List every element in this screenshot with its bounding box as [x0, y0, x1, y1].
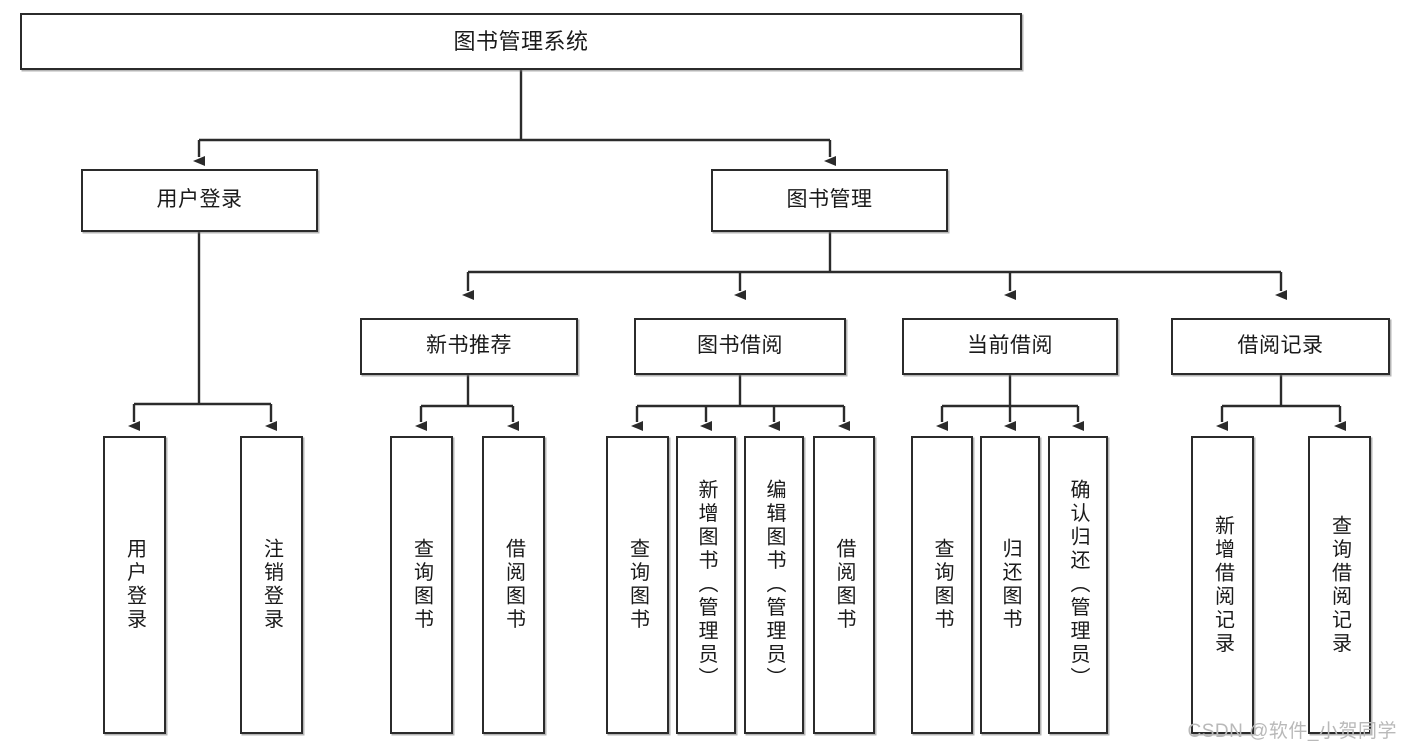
- node-label: 图书管理: [786, 188, 873, 212]
- node-label: 新增借阅记录: [1211, 514, 1234, 656]
- leaf-query-book-recommend[interactable]: 查询图书: [390, 436, 453, 734]
- leaf-borrow-book-recommend[interactable]: 借阅图书: [482, 436, 545, 734]
- node-label: 归还图书: [999, 538, 1021, 632]
- node-label: 查询图书: [931, 538, 953, 632]
- watermark: CSDN @软件_小贺同学: [1187, 721, 1397, 742]
- node-label: 借阅记录: [1237, 334, 1324, 358]
- leaf-return-book[interactable]: 归还图书: [980, 436, 1040, 734]
- node-label: 确认归还（管理员）: [1067, 479, 1089, 691]
- node-label: 查询图书: [410, 538, 433, 632]
- node-label: 编辑图书（管理员）: [763, 479, 785, 691]
- node-root[interactable]: 图书管理系统: [20, 13, 1022, 70]
- node-label: 图书借阅: [697, 334, 783, 358]
- leaf-borrow-book[interactable]: 借阅图书: [813, 436, 875, 734]
- node-label: 用户登录: [156, 188, 243, 212]
- node-label: 借阅图书: [502, 538, 525, 632]
- leaf-query-book-current[interactable]: 查询图书: [911, 436, 973, 734]
- node-label: 注销登录: [260, 538, 283, 632]
- node-label: 用户登录: [123, 538, 146, 632]
- node-label: 借阅图书: [833, 538, 855, 632]
- node-user-login[interactable]: 用户登录: [81, 169, 318, 232]
- leaf-add-borrow-record[interactable]: 新增借阅记录: [1191, 436, 1254, 734]
- node-book-management[interactable]: 图书管理: [711, 169, 948, 232]
- node-new-book-recommend[interactable]: 新书推荐: [360, 318, 578, 375]
- leaf-edit-book-admin[interactable]: 编辑图书（管理员）: [744, 436, 804, 734]
- node-label: 查询借阅记录: [1328, 514, 1351, 656]
- leaf-query-borrow-record[interactable]: 查询借阅记录: [1308, 436, 1371, 734]
- node-label: 查询图书: [626, 538, 649, 632]
- leaf-query-book-borrow[interactable]: 查询图书: [606, 436, 669, 734]
- node-label: 新增图书（管理员）: [695, 479, 717, 691]
- leaf-logout[interactable]: 注销登录: [240, 436, 303, 734]
- node-label: 当前借阅: [967, 334, 1053, 358]
- node-book-borrow[interactable]: 图书借阅: [634, 318, 846, 375]
- leaf-user-login[interactable]: 用户登录: [103, 436, 166, 734]
- node-borrow-record[interactable]: 借阅记录: [1171, 318, 1390, 375]
- leaf-add-book-admin[interactable]: 新增图书（管理员）: [676, 436, 736, 734]
- node-current-borrow[interactable]: 当前借阅: [902, 318, 1118, 375]
- node-label: 新书推荐: [426, 334, 512, 358]
- node-label: 图书管理系统: [453, 28, 589, 54]
- leaf-confirm-return-admin[interactable]: 确认归还（管理员）: [1048, 436, 1108, 734]
